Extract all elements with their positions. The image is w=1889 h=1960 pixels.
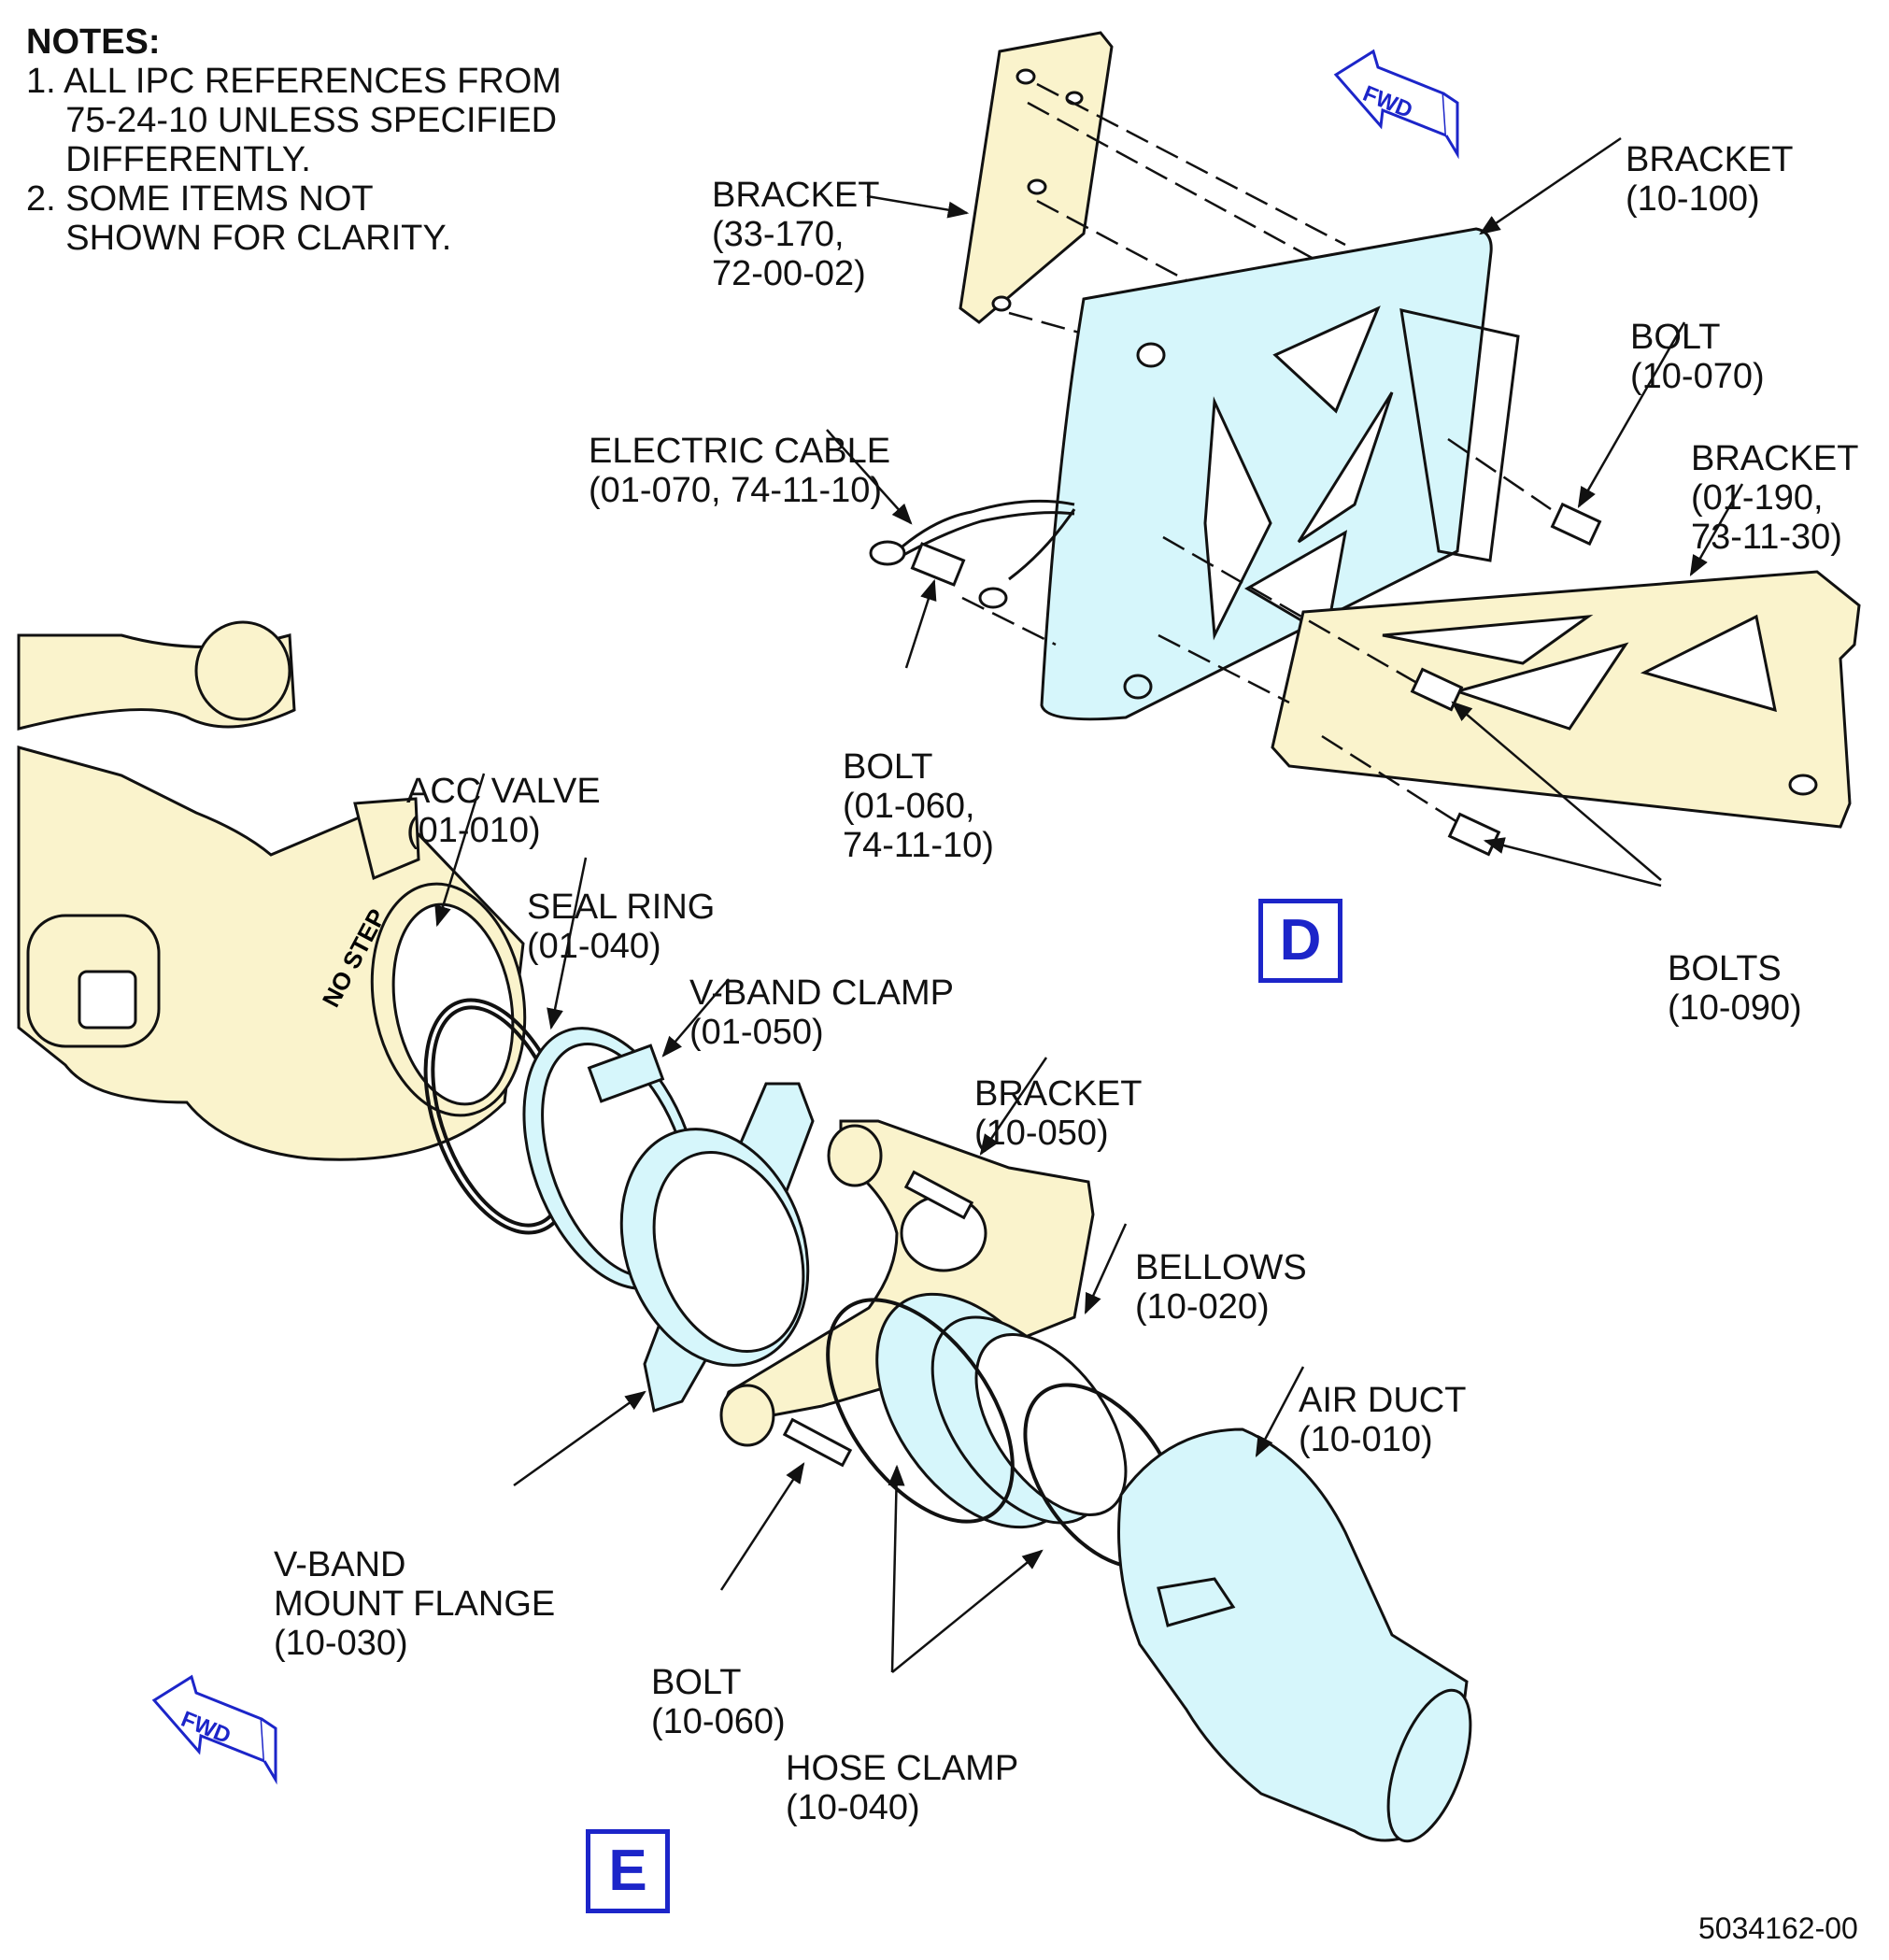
electric-cable-part bbox=[869, 499, 1076, 609]
label-air-duct: AIR DUCT(10-010) bbox=[1299, 1381, 1467, 1459]
upper-duct-stub bbox=[17, 620, 296, 731]
leader-lines bbox=[434, 136, 1744, 1673]
note-line: 75-24-10 UNLESS SPECIFIED bbox=[26, 101, 558, 140]
document-number: 5034162-00 bbox=[1698, 1911, 1858, 1945]
fwd-arrow-e-icon bbox=[151, 1674, 277, 1785]
vband-mount-flange-part bbox=[619, 1082, 815, 1413]
bolt-lines-d bbox=[961, 437, 1552, 824]
notes-title: NOTES: bbox=[26, 22, 161, 62]
label-bolt-10-070: BOLT(10-070) bbox=[1630, 318, 1765, 396]
view-e-badge: E bbox=[586, 1829, 670, 1913]
label-bracket-01-190: BRACKET(01-190,73-11-30) bbox=[1691, 439, 1859, 557]
label-bolts-10-090: BOLTS(10-090) bbox=[1668, 949, 1802, 1028]
label-hose-clamp: HOSE CLAMP(10-040) bbox=[786, 1749, 1019, 1827]
label-bracket-10-100: BRACKET(10-100) bbox=[1626, 140, 1794, 219]
label-electric-cable: ELECTRIC CABLE(01-070, 74-11-10) bbox=[589, 432, 891, 510]
bracket-01-190-part bbox=[1271, 570, 1861, 829]
note-line: 1. ALL IPC REFERENCES FROM bbox=[26, 62, 561, 101]
fwd-arrow-d-icon bbox=[1333, 49, 1459, 160]
label-seal-ring: SEAL RING(01-040) bbox=[527, 888, 716, 966]
note-line: 2. SOME ITEMS NOT bbox=[26, 179, 374, 219]
note-line: SHOWN FOR CLARITY. bbox=[26, 219, 452, 258]
label-acc-valve: ACC VALVE(01-010) bbox=[406, 772, 601, 850]
label-bolt-10-060: BOLT(10-060) bbox=[651, 1663, 786, 1741]
air-duct-part bbox=[1117, 1427, 1472, 1843]
label-bracket-10-050: BRACKET(10-050) bbox=[974, 1074, 1143, 1153]
acc-valve-part bbox=[17, 746, 527, 1161]
bolt-10-060-part bbox=[782, 1170, 974, 1468]
bolt-10-070-part bbox=[1550, 502, 1602, 547]
note-line: DIFFERENTLY. bbox=[26, 140, 311, 179]
bolt-01-060-part bbox=[910, 542, 966, 587]
label-bracket-33-170: BRACKET(33-170,72-00-02) bbox=[712, 176, 880, 293]
label-bellows: BELLOWS(10-020) bbox=[1135, 1248, 1307, 1327]
label-vband-clamp: V-BAND CLAMP(01-050) bbox=[689, 973, 954, 1052]
label-bolt-01-060: BOLT(01-060,74-11-10) bbox=[843, 747, 994, 865]
bracket-33-170-part bbox=[959, 31, 1114, 324]
view-d-badge: D bbox=[1258, 899, 1342, 983]
